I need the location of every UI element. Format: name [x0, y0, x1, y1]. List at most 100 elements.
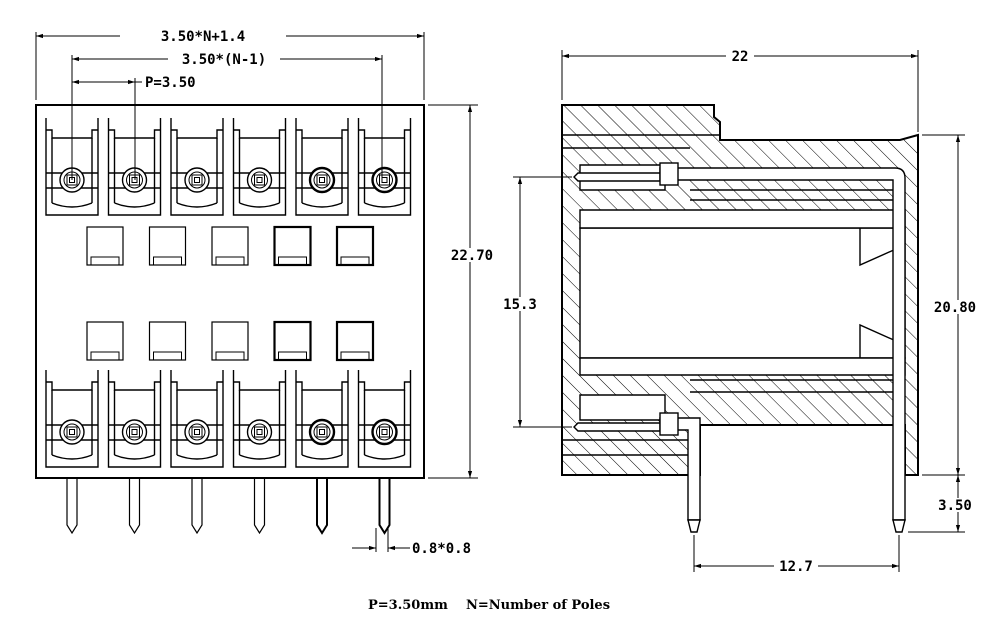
screw-slot — [191, 426, 203, 438]
screw-slot-inner — [381, 429, 388, 435]
screw-slot — [191, 174, 203, 186]
screw-slot-inner — [69, 429, 75, 435]
footnote-poles: N=Number of Poles — [466, 598, 610, 613]
dim-body-height: 20.80 — [934, 300, 976, 316]
cell-curve — [364, 454, 405, 460]
screw-slot — [316, 174, 328, 186]
screw-slot-inner — [319, 177, 325, 183]
cell-curve — [301, 454, 343, 460]
window-lip — [215, 351, 245, 360]
screw-inner — [376, 423, 393, 441]
cell-inner — [51, 390, 93, 455]
window-lip — [153, 351, 182, 360]
pcb-pins — [66, 478, 391, 535]
window-outline — [86, 321, 124, 361]
cell-outline — [357, 370, 412, 468]
screw-inner — [251, 423, 268, 441]
cell-curve — [239, 202, 280, 208]
terminal-top-6 — [357, 118, 412, 216]
cell-inner — [238, 390, 281, 455]
cell-inner — [176, 138, 218, 203]
screw-slot — [66, 426, 78, 438]
dim-pin-size: 0.8*0.8 — [412, 541, 471, 557]
screw-inner — [126, 423, 143, 441]
cell-inner — [363, 390, 406, 455]
pin-6 — [378, 478, 391, 535]
cell-curve — [114, 454, 155, 460]
pin-1 — [66, 478, 78, 535]
side-view — [561, 104, 919, 533]
terminal-top-4 — [232, 118, 287, 216]
cell-curve — [301, 202, 343, 208]
cell-outline — [357, 118, 412, 216]
cell-curve — [114, 202, 155, 208]
terminal-bottom-1 — [45, 370, 99, 468]
footnote-pitch: P=3.50mm — [368, 598, 448, 613]
screw-slot — [379, 174, 390, 186]
wire-window-top-5 — [335, 225, 375, 267]
cell-curve — [364, 202, 405, 208]
screw-slot — [316, 426, 328, 438]
dim-pin-spacing: 15.3 — [503, 297, 537, 313]
screw-inner — [188, 171, 206, 189]
screw-slot-inner — [256, 177, 263, 183]
wire-window-top-2 — [148, 226, 187, 266]
window-outline — [335, 320, 375, 362]
window-outline — [335, 225, 375, 267]
wire-window-bottom-2 — [148, 321, 187, 361]
screw-inner — [188, 423, 206, 441]
wire-window-bottom-3 — [211, 321, 249, 361]
screw-inner — [251, 171, 268, 189]
cell-outline — [170, 118, 224, 216]
side-cavity — [579, 227, 906, 359]
dim-depth: 22 — [732, 49, 749, 65]
wire-window-bottom-1 — [86, 321, 124, 361]
screw-slot-inner — [194, 177, 200, 183]
wire-window-bottom-5 — [335, 320, 375, 362]
window-lip — [278, 256, 307, 265]
window-lip — [215, 256, 245, 265]
window-outline — [86, 226, 124, 266]
cell-outline — [232, 118, 287, 216]
window-lip — [90, 351, 120, 360]
terminal-cells — [45, 118, 412, 468]
cell-inner — [363, 138, 406, 203]
screw-slot-inner — [131, 429, 138, 435]
terminal-bottom-2 — [107, 370, 162, 468]
wire-window-top-1 — [86, 226, 124, 266]
window-lip — [340, 351, 370, 360]
cell-curve — [176, 202, 218, 208]
window-lip — [340, 256, 370, 265]
front-dimensions — [35, 32, 478, 552]
cell-outline — [295, 118, 349, 216]
terminal-bottom-6 — [357, 370, 412, 468]
cell-inner — [238, 138, 281, 203]
screw-slot — [254, 426, 265, 438]
cell-curve — [176, 454, 218, 460]
screw-inner — [313, 171, 331, 189]
wire-window-bottom-4 — [273, 320, 312, 362]
window-lip — [153, 256, 182, 265]
terminal-top-3 — [170, 118, 224, 216]
pin-5 — [316, 478, 328, 535]
cell-inner — [51, 138, 93, 203]
terminal-bottom-4 — [232, 370, 287, 468]
screw-slot-inner — [194, 429, 200, 435]
front-body-outline — [35, 104, 425, 479]
screw-inner — [313, 423, 331, 441]
cell-outline — [170, 370, 224, 468]
window-outline — [211, 321, 249, 361]
cell-inner — [113, 138, 156, 203]
pin-3 — [191, 478, 203, 535]
cell-outline — [232, 370, 287, 468]
screw-slot — [254, 174, 265, 186]
window-outline — [273, 320, 312, 362]
cell-outline — [107, 370, 162, 468]
dim-pitch-span: 3.50*(N-1) — [182, 52, 266, 68]
terminal-bottom-3 — [170, 370, 224, 468]
pin-4 — [253, 478, 266, 535]
terminal-top-5 — [295, 118, 349, 216]
cell-outline — [45, 370, 99, 468]
pin-2 — [128, 478, 141, 535]
